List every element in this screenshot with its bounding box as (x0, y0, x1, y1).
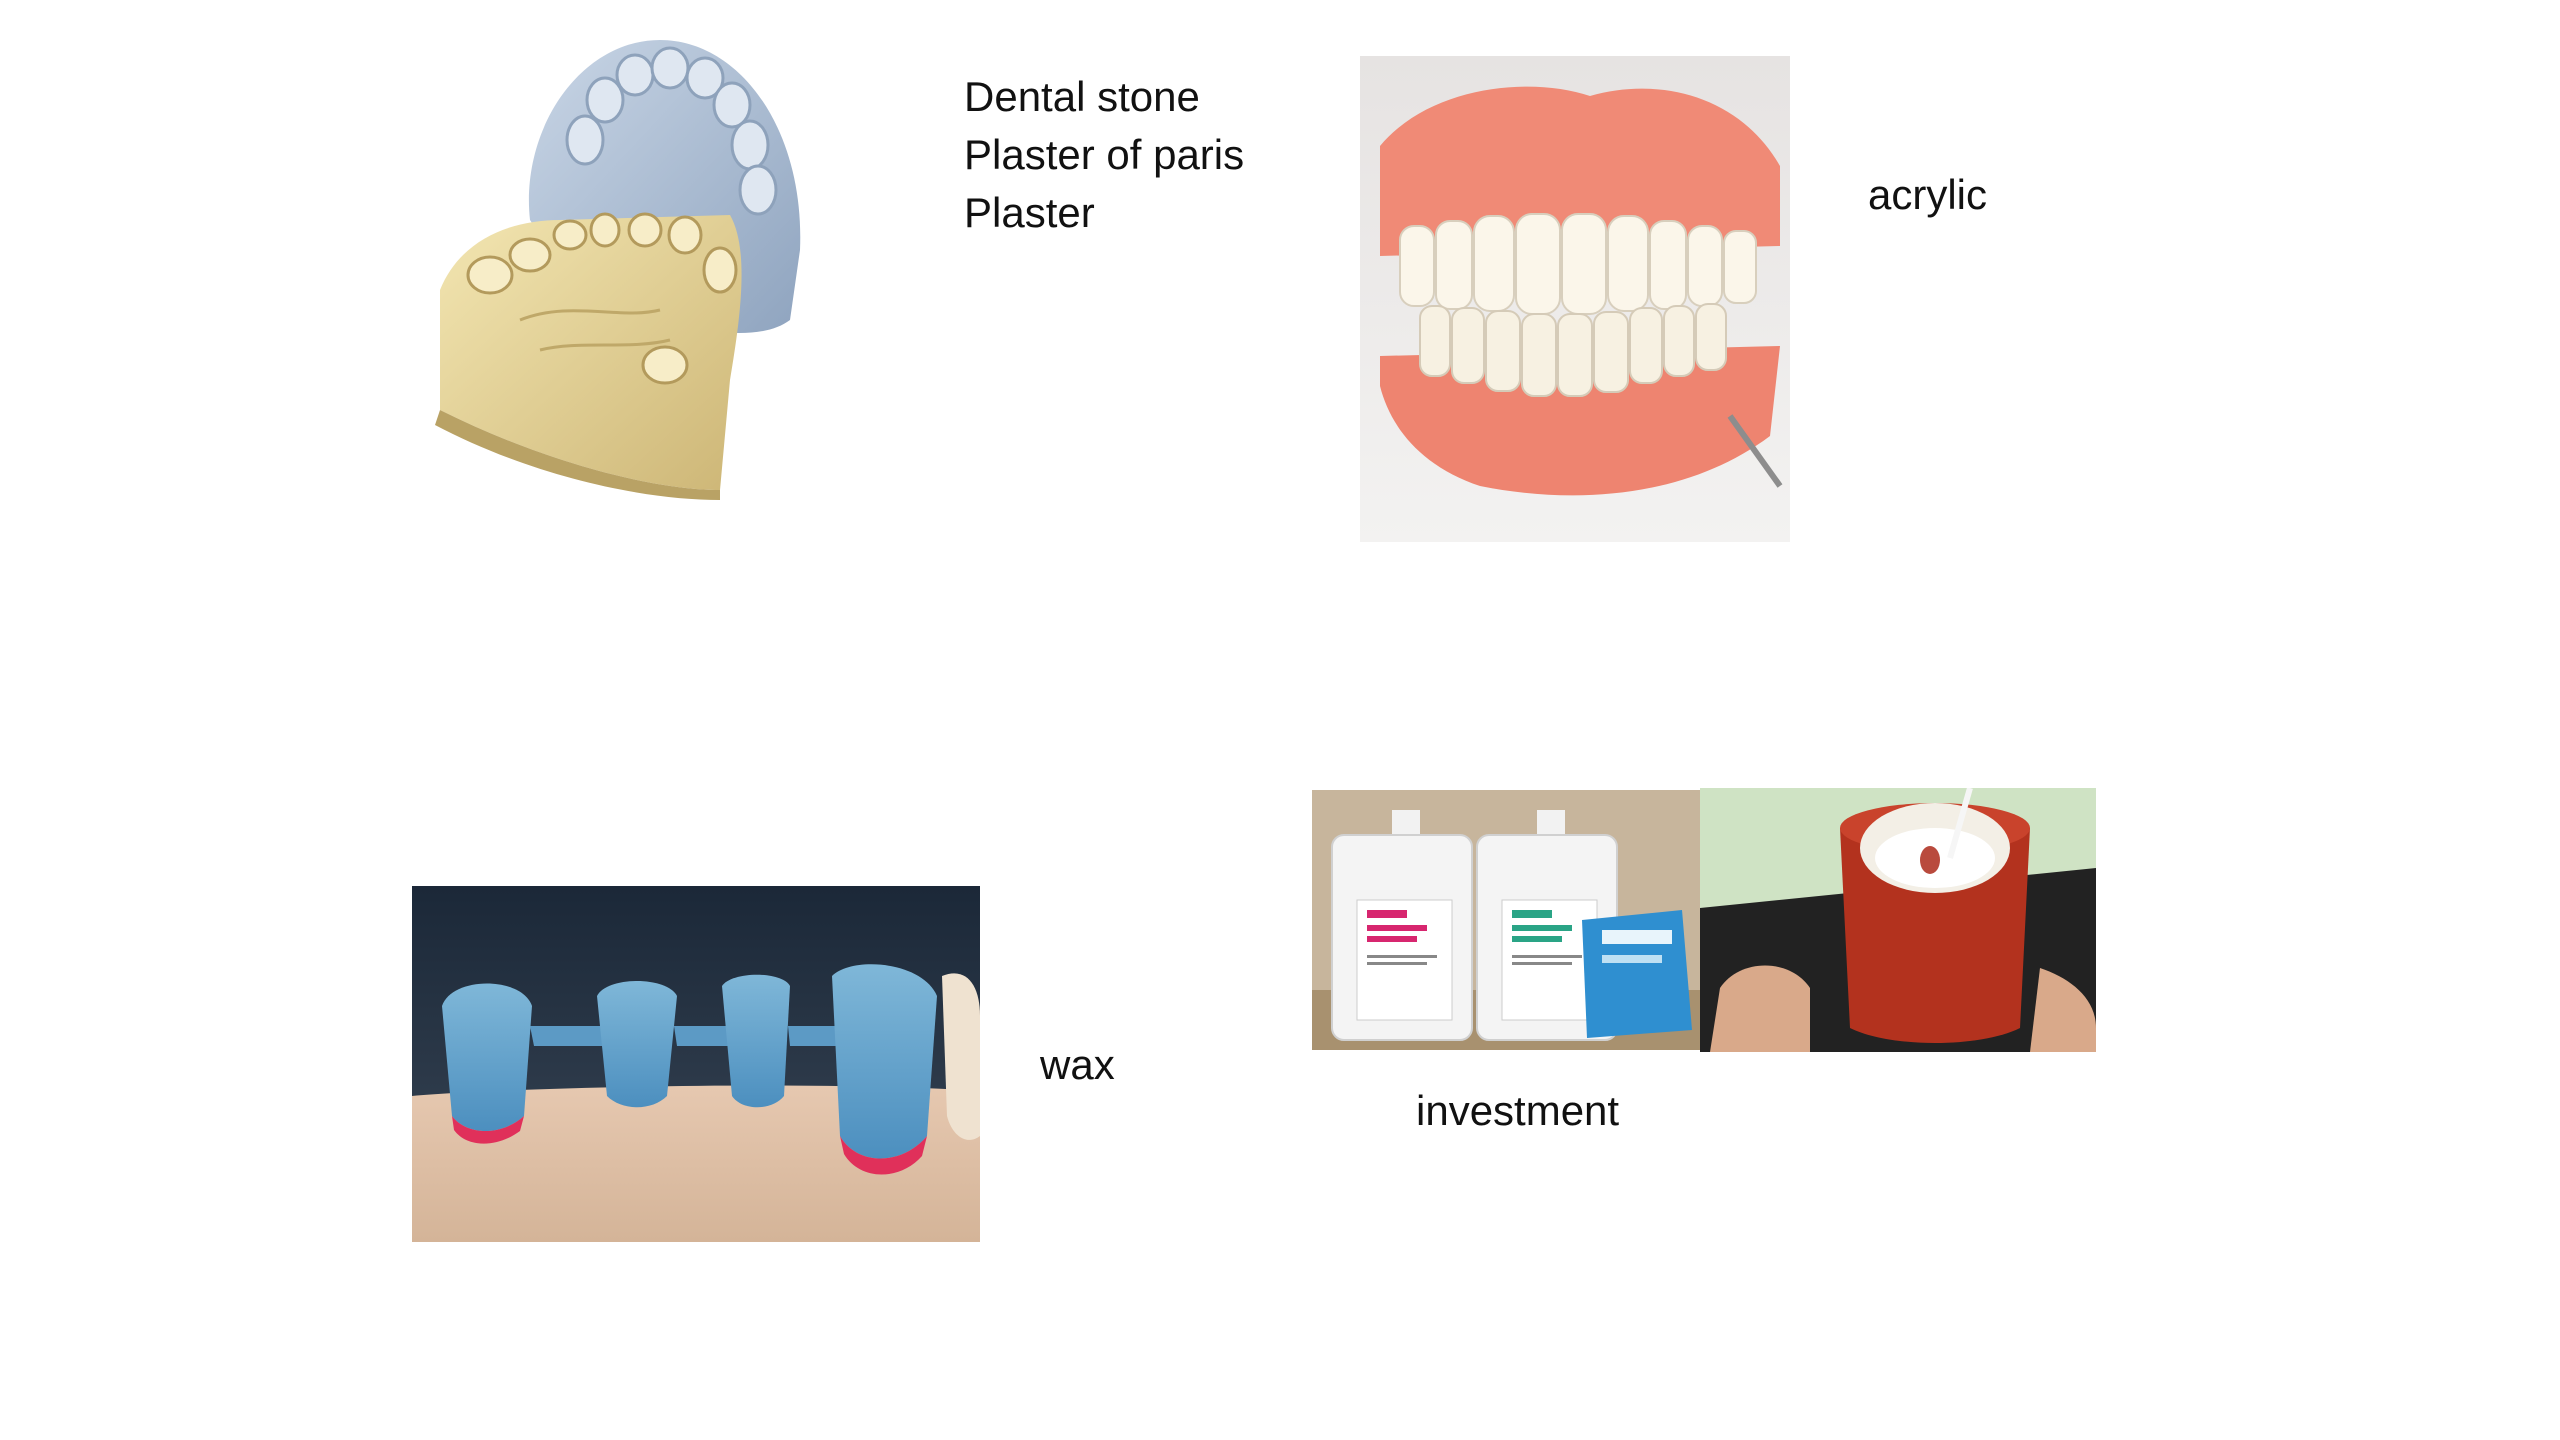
plaster-label: Plaster (964, 189, 1095, 236)
plaster-of-paris-label: Plaster of paris (964, 131, 1245, 178)
acrylic-label: acrylic (1868, 171, 1988, 218)
investment-bottles-image (1312, 790, 1700, 1050)
wax-label: wax (1040, 1041, 1115, 1088)
dental-stone-models-image (420, 20, 820, 500)
investment-ring-image (1700, 788, 2096, 1052)
investment-label: investment (1416, 1087, 1620, 1134)
acrylic-denture-image (1360, 56, 1790, 542)
dental-stone-label: Dental stone (964, 73, 1200, 120)
wax-bridge-image (412, 886, 980, 1242)
